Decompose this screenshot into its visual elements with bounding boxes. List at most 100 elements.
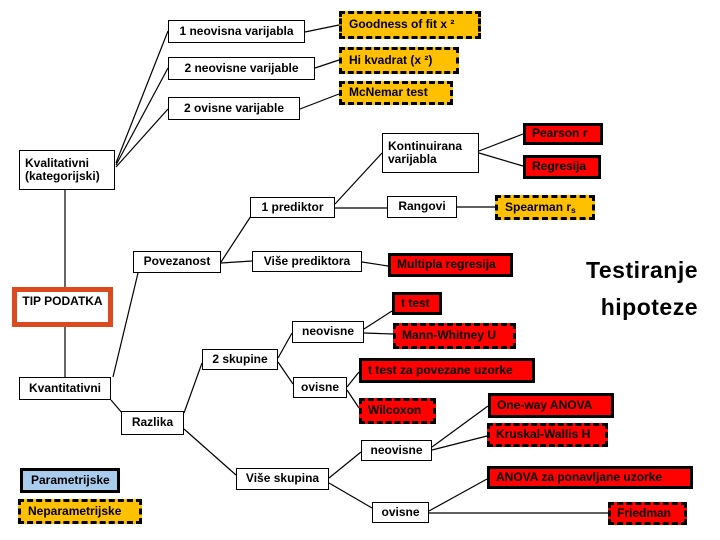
- node-label: 2 skupine: [212, 351, 268, 366]
- node-label: TIP PODATKA: [22, 294, 103, 308]
- slide-title-line1: Testiranje: [586, 257, 698, 283]
- node-label: Više skupina: [245, 471, 320, 486]
- node-rangovi: Rangovi: [387, 196, 457, 218]
- node-kvalitativni: Kvalitativni (kategorijski): [19, 150, 115, 190]
- node-label: Regresija: [532, 159, 587, 174]
- edge-razlika-to-skupine-2: [183, 362, 203, 414]
- edge-kontinuirana-to-regresija: [478, 152, 524, 167]
- node-label: t test: [401, 295, 430, 310]
- node-multipla-regresija: Multipla regresija: [388, 253, 513, 277]
- edge-razlika-to-vise-skupina: [183, 428, 237, 476]
- node-label: Wilcoxon: [368, 403, 422, 418]
- node-neovisne-2sk: neovisne: [292, 321, 364, 343]
- node-wilcoxon: Wilcoxon: [359, 398, 436, 424]
- edge-ovisne-vsk-to-anova-ponavljane: [428, 478, 488, 512]
- node-one-way-anova: One-way ANOVA: [488, 393, 614, 418]
- node-label: Rangovi: [398, 199, 446, 214]
- node-label: 1 prediktor: [261, 199, 324, 214]
- edge-skupine-2-to-neovisne-2sk: [277, 332, 293, 359]
- edge-kvalitativni-to-var-1-neovisna: [115, 30, 169, 164]
- node-skupine-2: 2 skupine: [202, 349, 278, 370]
- node-label: Spearman r: [505, 199, 572, 214]
- node-label: Kruskal-Wallis H: [496, 427, 591, 442]
- node-friedman: Friedman: [608, 502, 687, 525]
- edge-vise-skupina-to-neovisne-vsk: [328, 451, 362, 479]
- node-povezanost: Povezanost: [133, 251, 221, 273]
- node-kvantitativni: Kvantitativni: [19, 377, 111, 400]
- node-anova-ponavljane: ANOVA za ponavljane uzorke: [487, 466, 693, 489]
- node-label: One-way ANOVA: [497, 397, 593, 412]
- node-ovisne-2sk: ovisne: [293, 377, 347, 398]
- edge-skupine-2-to-ovisne-2sk: [277, 361, 294, 385]
- slide-title: Testiranje hipoteze: [586, 252, 698, 326]
- edge-neovisne-2sk-to-mann-whitney: [363, 332, 394, 335]
- edge-ovisne-2sk-to-t-test-povezani: [346, 371, 360, 388]
- edge-neovisne-vsk-to-one-way-anova: [431, 405, 489, 448]
- edge-povezanost-to-kvantitativni: [112, 272, 139, 378]
- node-label: 1 neovisna varijabla: [179, 23, 294, 38]
- node-neovisne-vsk: neovisne: [361, 440, 432, 461]
- node-vise-skupina: Više skupina: [236, 468, 329, 490]
- node-label-subscript: s: [571, 204, 576, 215]
- node-label: Goodness of fit x ²: [349, 17, 455, 32]
- node-razlika: Razlika: [121, 411, 184, 435]
- node-kruskal-wallis: Kruskal-Wallis H: [487, 423, 608, 447]
- node-mcnemar: McNemar test: [339, 81, 453, 105]
- node-pearson: Pearson r: [523, 123, 603, 145]
- edge-prediktor-1-to-kontinuirana: [334, 152, 383, 205]
- edge-neovisne-2sk-to-t-test: [363, 310, 393, 330]
- node-label: 2 neovisne varijable: [184, 60, 299, 75]
- edge-kontinuirana-to-pearson: [478, 133, 524, 152]
- node-var-1-neovisna: 1 neovisna varijabla: [168, 20, 305, 43]
- node-label: Razlika: [131, 415, 174, 430]
- node-label: Neparametrijske: [28, 503, 122, 518]
- edge-kvalitativni-to-var-2-ovisne: [115, 108, 169, 168]
- edge-vise-skupina-to-ovisne-vsk: [328, 482, 373, 509]
- node-label: t test za povezane uzorke: [368, 362, 513, 377]
- node-legend-neparametrijske: Neparametrijske: [18, 499, 142, 524]
- node-label: Parametrijske: [31, 472, 110, 487]
- node-label: Pearson r: [532, 126, 588, 141]
- node-label: 2 ovisne varijable: [183, 100, 285, 115]
- edge-var-2-ovisne-to-mcnemar: [299, 93, 340, 110]
- node-label: ANOVA za ponavljane uzorke: [496, 469, 663, 484]
- edge-povezanost-to-prediktor-1: [220, 215, 252, 263]
- edge-kvalitativni-to-var-2-neovisne: [115, 67, 169, 166]
- node-t-test-povezani: t test za povezane uzorke: [359, 358, 535, 383]
- edge-ovisne-2sk-to-wilcoxon: [346, 389, 360, 409]
- edge-var-2-neovisne-to-hi-kvadrat: [314, 59, 340, 69]
- node-label: Kvantitativni: [28, 380, 101, 395]
- node-kontinuirana: Kontinuirana varijabla: [382, 133, 479, 173]
- edge-vise-prediktora-to-multipla-regresija: [361, 261, 389, 267]
- node-label: Kontinuirana varijabla: [388, 138, 462, 166]
- node-label: Hi kvadrat (x ²): [349, 52, 433, 67]
- node-label: McNemar test: [349, 85, 428, 100]
- node-label: ovisne: [381, 504, 420, 519]
- node-t-test: t test: [392, 292, 442, 315]
- node-label: Mann-Whitney U: [402, 328, 496, 343]
- node-tip-podatka: TIP PODATKA: [12, 287, 113, 327]
- node-mann-whitney: Mann-Whitney U: [393, 323, 516, 349]
- node-regresija: Regresija: [523, 155, 601, 179]
- node-vise-prediktora: Više prediktora: [252, 251, 362, 272]
- node-label: neovisne: [370, 442, 423, 457]
- node-label: ovisne: [300, 379, 339, 394]
- node-label: Friedman: [617, 505, 672, 520]
- node-hi-kvadrat: Hi kvadrat (x ²): [339, 47, 459, 74]
- node-legend-parametrijske: Parametrijske: [20, 468, 120, 493]
- node-label: Multipla regresija: [397, 257, 496, 272]
- node-label: neovisne: [301, 324, 355, 339]
- edge-neovisne-vsk-to-kruskal-wallis: [431, 435, 488, 451]
- node-var-2-neovisne: 2 neovisne varijable: [168, 57, 315, 80]
- node-var-2-ovisne: 2 ovisne varijable: [168, 97, 300, 120]
- node-label: Kvalitativni (kategorijski): [25, 155, 100, 183]
- edge-povezanost-to-vise-prediktora: [220, 260, 253, 264]
- node-prediktor-1: 1 prediktor: [250, 197, 335, 218]
- edge-var-1-neovisna-to-goodness-of-fit: [304, 24, 340, 33]
- node-label: Povezanost: [143, 254, 211, 269]
- node-goodness-of-fit: Goodness of fit x ²: [339, 11, 481, 39]
- node-ovisne-vsk: ovisne: [372, 502, 429, 523]
